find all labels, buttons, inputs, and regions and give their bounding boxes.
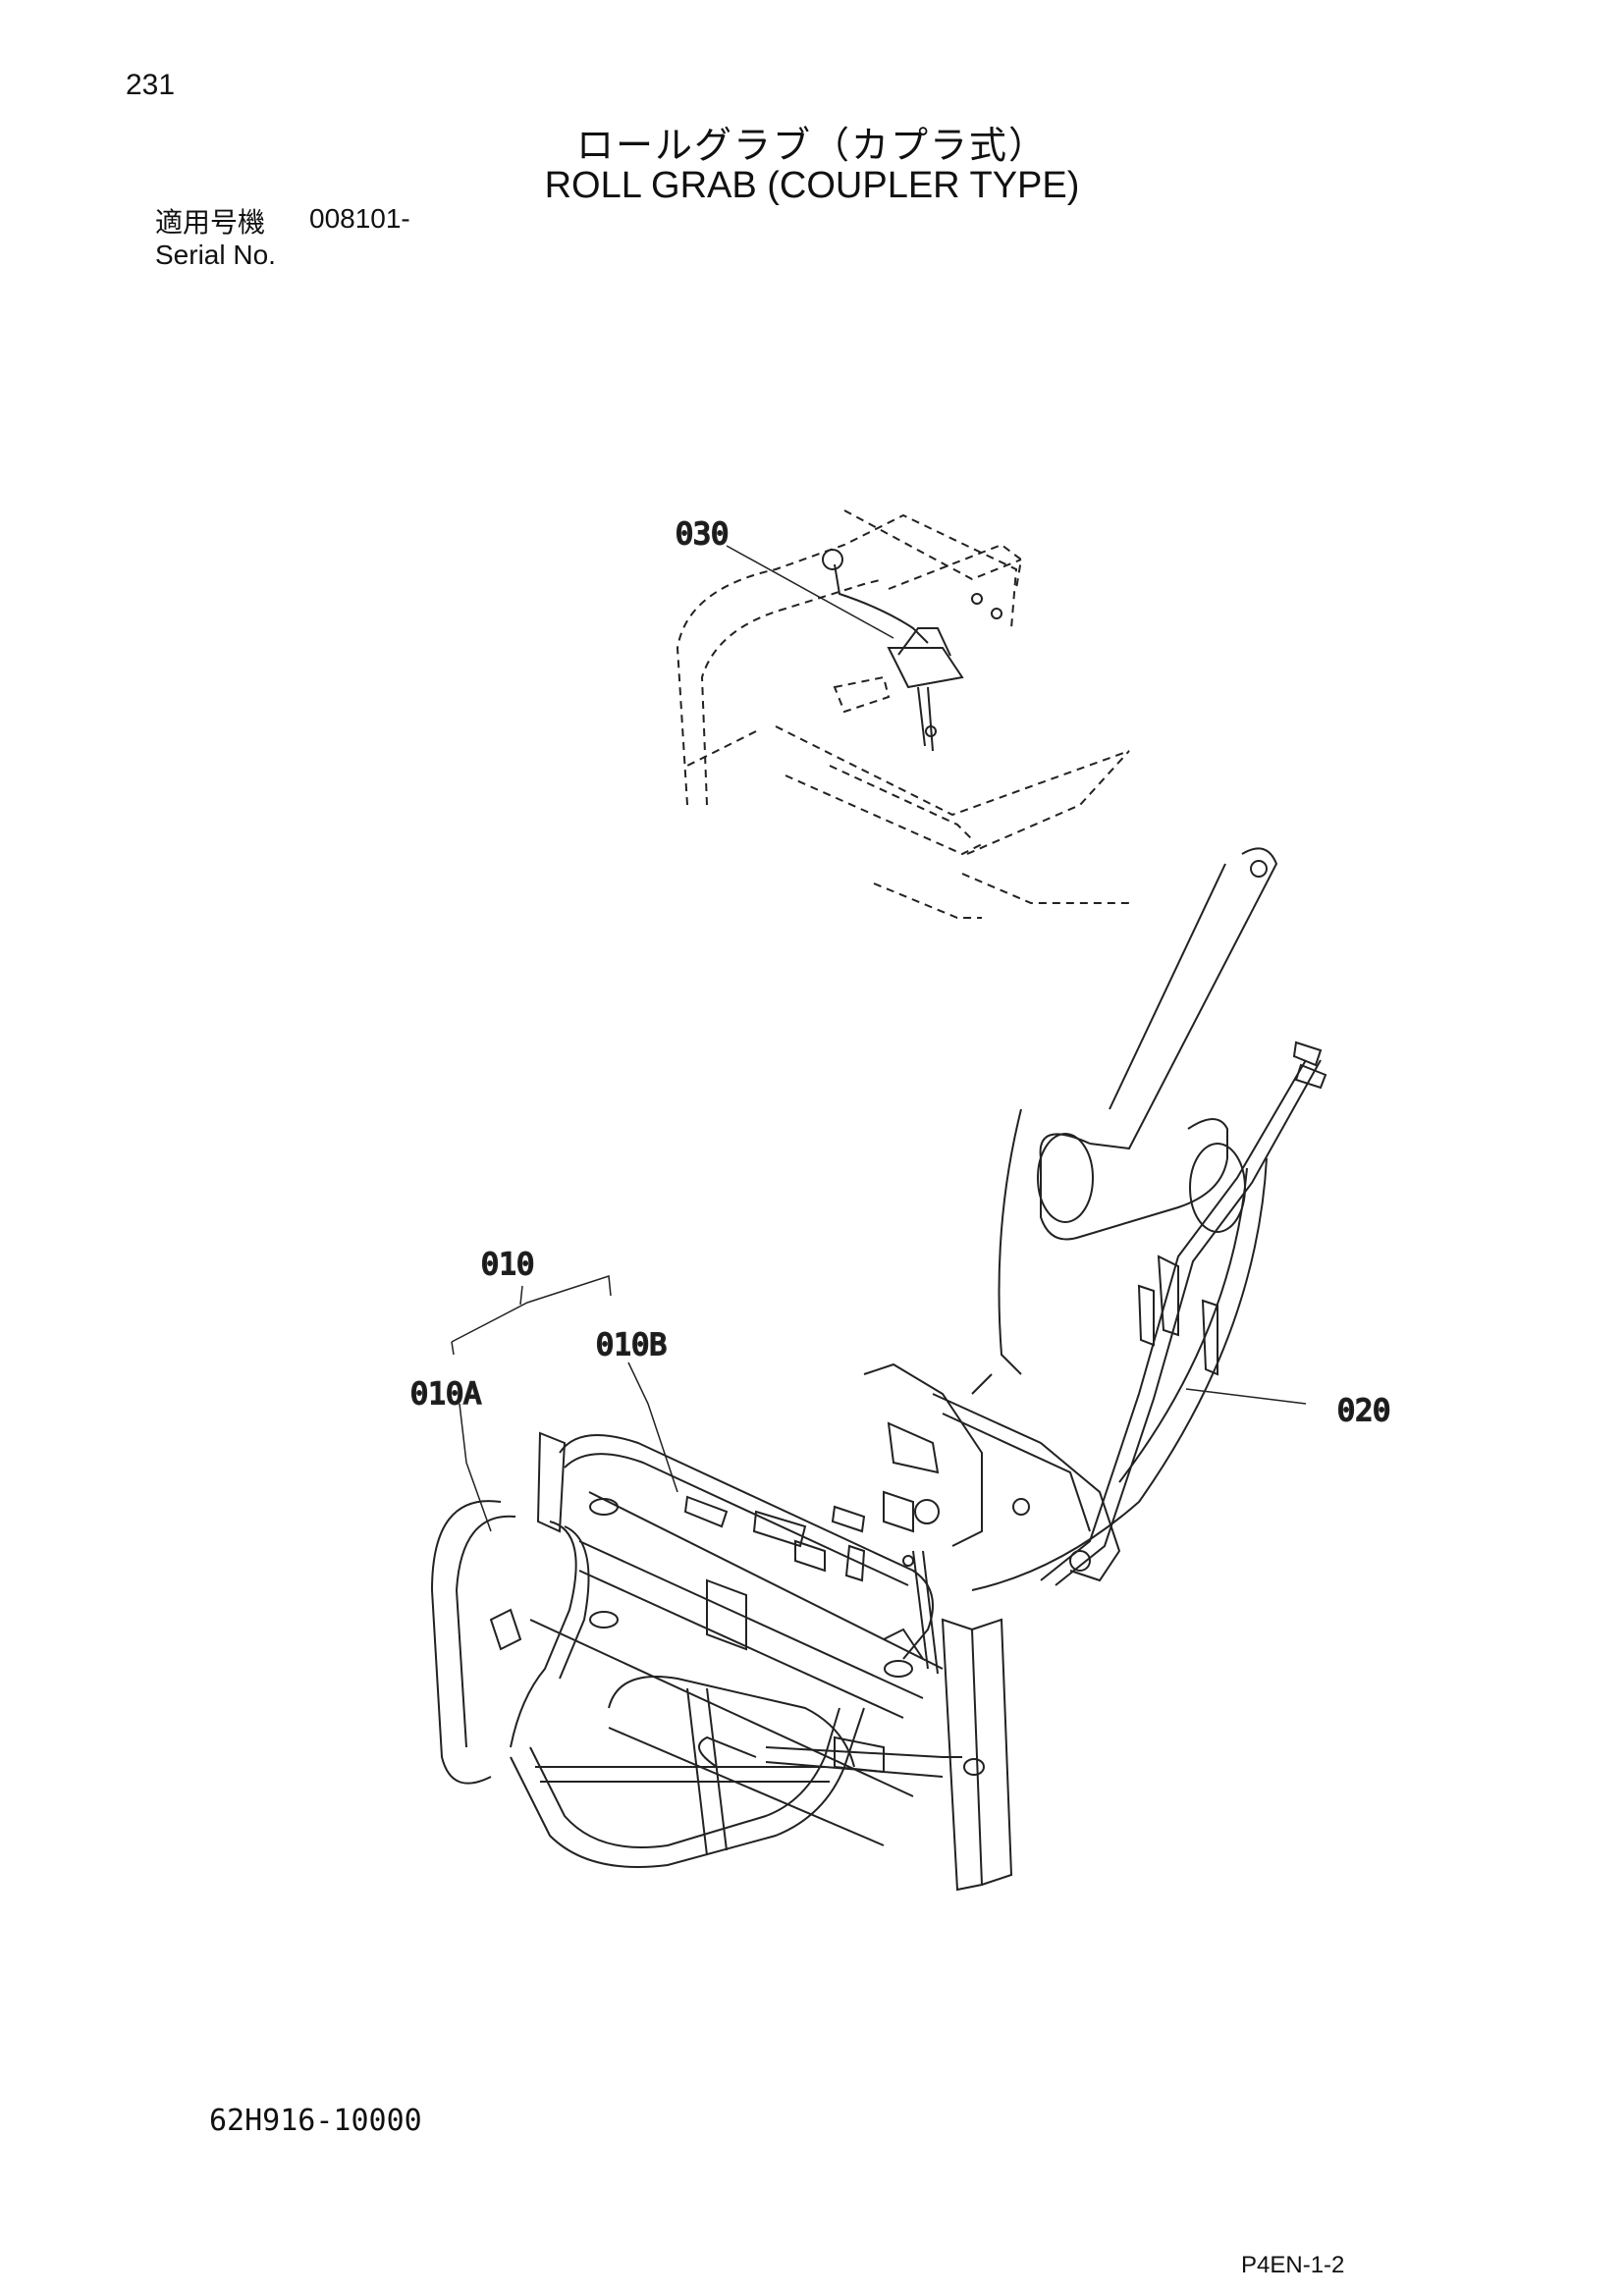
page-title: ROLL GRAB (COUPLER TYPE)	[544, 165, 1080, 206]
callout-010b: 010B	[596, 1328, 667, 1362]
callout-020: 020	[1337, 1394, 1390, 1428]
callout-030: 030	[676, 517, 729, 552]
callout-010a: 010A	[410, 1377, 481, 1412]
serial-label-japanese: 適用号機	[155, 206, 266, 239]
leader-lines-010	[451, 1274, 678, 1532]
callout-010: 010	[481, 1248, 534, 1282]
page-number: 231	[126, 69, 176, 101]
page-code: P4EN-1-2	[1241, 2252, 1345, 2278]
leader-line-020	[1185, 1388, 1307, 1405]
page-title-japanese: ロールグラブ（カプラ式）	[575, 124, 1048, 167]
serial-label: Serial No.	[155, 240, 276, 270]
serial-number-value: 008101-	[309, 203, 410, 234]
cab-floor-lever-assembly	[676, 509, 1130, 919]
quick-coupler	[863, 1362, 1121, 1582]
leader-line-030	[726, 545, 894, 639]
drawing-number: 62H916-10000	[209, 2104, 422, 2138]
boom-arm-piping	[971, 847, 1327, 1591]
roll-grab-frame	[430, 1431, 1013, 1892]
